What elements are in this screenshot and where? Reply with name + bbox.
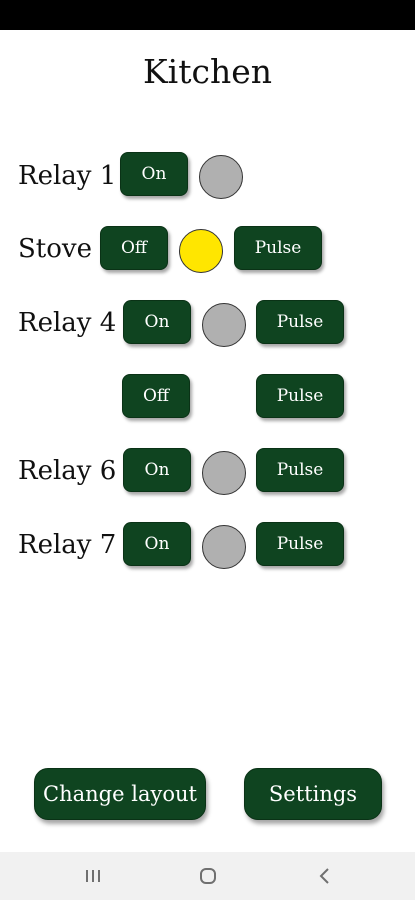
relay-1-status-lamp — [199, 155, 243, 199]
settings-button[interactable]: Settings — [244, 768, 382, 820]
relay-4-on-button[interactable]: On — [123, 300, 191, 344]
relay-6-on-button[interactable]: On — [123, 448, 191, 492]
back-icon[interactable] — [310, 852, 340, 900]
recent-apps-icon[interactable] — [78, 852, 108, 900]
relay-4-pulse-button[interactable]: Pulse — [256, 300, 344, 344]
navigation-bar — [0, 852, 415, 900]
relay-7-status-lamp — [202, 525, 246, 569]
relay-1-on-button[interactable]: On — [120, 152, 188, 196]
home-icon[interactable] — [193, 852, 223, 900]
status-bar — [0, 0, 415, 30]
change-layout-button[interactable]: Change layout — [34, 768, 206, 820]
stove-pulse-button[interactable]: Pulse — [234, 226, 322, 270]
row-label-stove: Stove — [18, 234, 92, 264]
row-label-relay-1: Relay 1 — [18, 161, 117, 191]
relay-4-status-lamp — [202, 303, 246, 347]
relay-6-status-lamp — [202, 451, 246, 495]
stove-off-button[interactable]: Off — [100, 226, 168, 270]
relay-6-pulse-button[interactable]: Pulse — [256, 448, 344, 492]
relay-5-pulse-button[interactable]: Pulse — [256, 374, 344, 418]
relay-7-pulse-button[interactable]: Pulse — [256, 522, 344, 566]
row-label-relay-7: Relay 7 — [18, 530, 117, 560]
stove-status-lamp — [179, 229, 223, 273]
row-label-relay-6: Relay 6 — [18, 456, 117, 486]
page-title: Kitchen — [143, 52, 272, 91]
relay-5-off-button[interactable]: Off — [122, 374, 190, 418]
row-label-relay-4: Relay 4 — [18, 308, 117, 338]
relay-7-on-button[interactable]: On — [123, 522, 191, 566]
